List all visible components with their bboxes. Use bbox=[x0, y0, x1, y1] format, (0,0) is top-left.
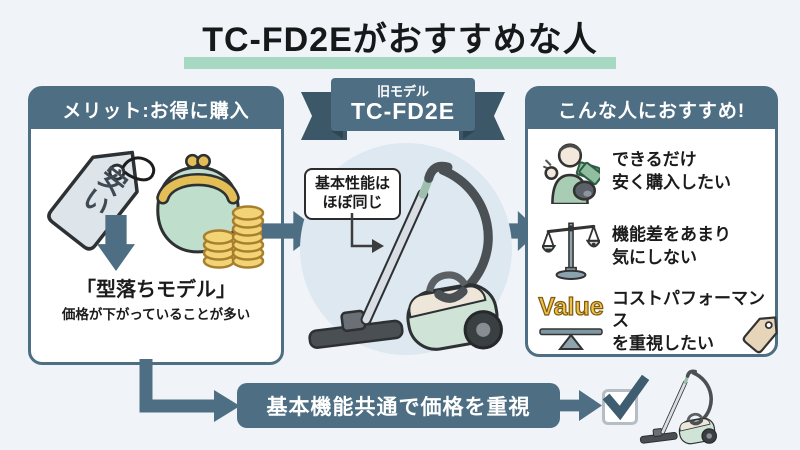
coin-stack-icon bbox=[202, 205, 265, 269]
ribbon-center: 旧モデル TC-FD2E bbox=[331, 78, 475, 131]
small-vacuum-illustration bbox=[638, 364, 718, 446]
list-item-text: 機能差をあまり 気にしない bbox=[612, 225, 731, 267]
note-connector-line bbox=[350, 213, 384, 253]
note-line2: ほぼ同じ bbox=[322, 193, 383, 211]
merit-panel-header: メリット:お得に購入 bbox=[31, 89, 281, 129]
list-item: できるだけ 安く購入したい bbox=[528, 134, 775, 209]
recommend-list: できるだけ 安く購入したい bbox=[528, 129, 775, 359]
bottom-connector-arrow bbox=[139, 359, 240, 422]
note-line1: 基本性能は bbox=[314, 175, 390, 192]
small-price-tag-icon bbox=[742, 316, 778, 354]
page-title: TC-FD2Eがおすすめな人 bbox=[0, 10, 800, 69]
recommend-panel-header: こんな人におすすめ! bbox=[528, 89, 775, 129]
ribbon-model-name: TC-FD2E bbox=[350, 98, 456, 124]
note-callout: 基本性能は ほぼ同じ bbox=[304, 168, 401, 220]
price-tag-icon: 安い bbox=[47, 150, 156, 251]
value-word: Value bbox=[538, 292, 605, 321]
ribbon-fold-left bbox=[331, 131, 343, 139]
balance-scale-icon bbox=[538, 214, 604, 280]
old-model-ribbon: 旧モデル TC-FD2E bbox=[301, 78, 505, 142]
list-item: 機能差をあまり 気にしない bbox=[528, 209, 775, 284]
merit-panel: メリット:お得に購入 安い bbox=[28, 86, 284, 365]
left-subtext: 価格が下がっていることが多い bbox=[61, 307, 251, 322]
list-item-text: コストパフォーマンス を重視したい bbox=[612, 288, 765, 353]
left-headline: 「型落ちモデル」 bbox=[76, 279, 236, 301]
recommend-panel: こんな人におすすめ! bbox=[525, 86, 778, 357]
page-title-text: TC-FD2Eがおすすめな人 bbox=[184, 10, 616, 69]
ribbon-label: 旧モデル bbox=[376, 83, 429, 99]
checked-checkbox[interactable] bbox=[602, 389, 638, 425]
list-item-text: できるだけ 安く購入したい bbox=[612, 150, 731, 192]
value-seesaw-icon: Value bbox=[538, 291, 604, 353]
person-with-money-icon bbox=[538, 140, 604, 204]
ribbon-fold-right bbox=[463, 131, 475, 139]
list-item: Value コストパフォーマンス を重視したい bbox=[528, 284, 775, 359]
bottom-banner: 基本機能共通で価格を重視 bbox=[237, 383, 560, 428]
